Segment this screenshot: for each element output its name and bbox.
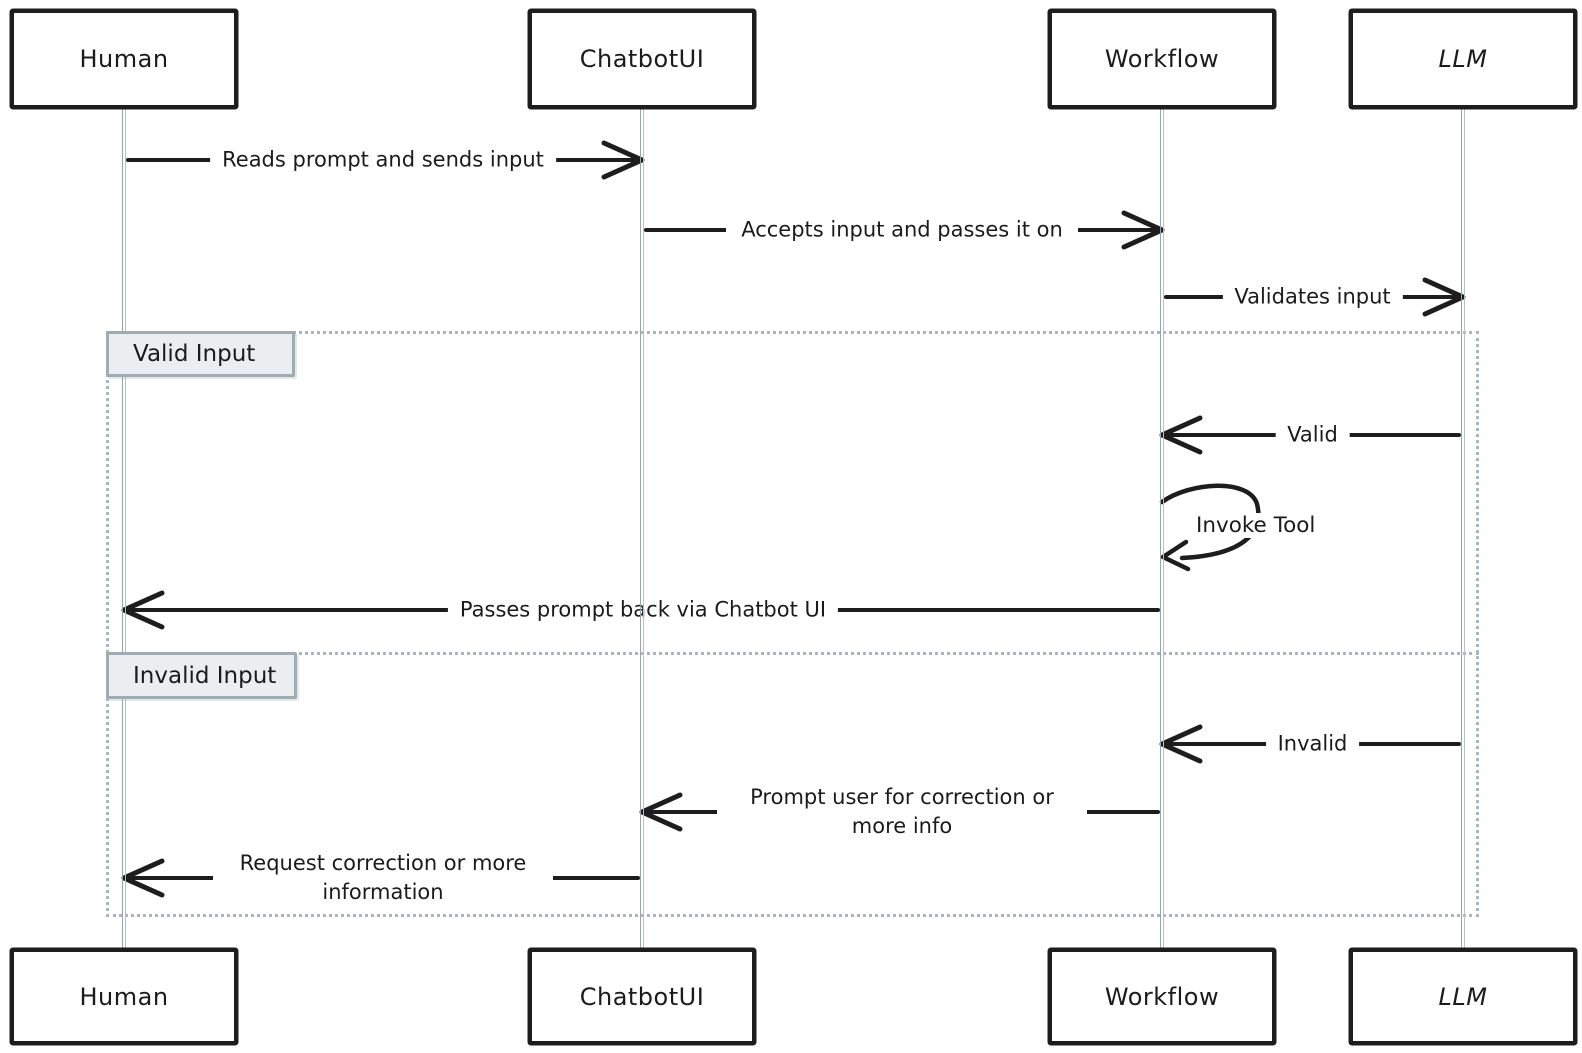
arrow-right-icon (601, 140, 645, 180)
message-label: Request correction or more information (213, 847, 553, 909)
message-prompt-user: Prompt user for correction or more info (639, 780, 1162, 844)
arrow-left-icon (639, 792, 683, 832)
message-label: Accepts input and passes it on (726, 213, 1078, 247)
message-label: Validates input (1222, 280, 1403, 314)
actor-label: ChatbotUI (579, 45, 705, 73)
lifeline-llm (1461, 106, 1465, 950)
actor-human-top: Human (10, 9, 238, 109)
lifeline-human (122, 106, 126, 950)
message-accepts-input: Accepts input and passes it on (642, 198, 1165, 262)
message-label: Invalid (1265, 727, 1360, 761)
alt-section-invalid-text: Invalid Input (133, 662, 277, 689)
arrow-right-icon (1121, 210, 1165, 250)
actor-workflow-bottom: Workflow (1048, 948, 1276, 1045)
alt-frame-divider (106, 652, 1479, 655)
message-request-correction: Request correction or more information (121, 846, 642, 910)
arrow-left-icon (121, 858, 165, 898)
actor-label: ChatbotUI (579, 982, 705, 1011)
lifeline-chatbotui (640, 106, 644, 950)
message-label: Valid (1275, 418, 1350, 452)
message-reads-prompt: Reads prompt and sends input (124, 128, 645, 192)
actor-label: Workflow (1104, 45, 1220, 73)
arrow-right-icon (1422, 277, 1466, 317)
arrow-left-icon (1159, 415, 1203, 455)
alt-section-valid-text: Valid Input (133, 341, 256, 367)
actor-llm-top: LLM (1349, 9, 1577, 109)
actor-workflow-top: Workflow (1048, 9, 1276, 109)
actor-chatbotui-top: ChatbotUI (528, 9, 756, 109)
message-label: Prompt user for correction or more info (717, 781, 1087, 843)
message-validates-input: Validates input (1162, 265, 1466, 329)
arrow-left-icon (1159, 724, 1203, 764)
lifeline-workflow (1160, 106, 1164, 950)
actor-label: LLM (1438, 982, 1488, 1011)
actor-llm-bottom: LLM (1349, 948, 1577, 1045)
message-invoke-tool: Invoke Tool (1190, 513, 1322, 538)
message-label: Reads prompt and sends input (210, 143, 556, 177)
actor-human-bottom: Human (10, 948, 238, 1045)
actor-label: Workflow (1104, 982, 1220, 1011)
actor-label: Human (79, 45, 169, 73)
alt-section-label-invalid: Invalid Input (106, 652, 297, 699)
message-valid: Valid (1159, 403, 1463, 467)
message-invalid: Invalid (1159, 712, 1463, 776)
alt-section-label-valid: Valid Input (106, 331, 295, 377)
arrow-left-icon (121, 590, 165, 630)
actor-label: LLM (1438, 45, 1488, 73)
actor-label: Human (79, 982, 169, 1011)
alt-frame (106, 331, 1479, 917)
actor-chatbotui-bottom: ChatbotUI (528, 948, 756, 1045)
